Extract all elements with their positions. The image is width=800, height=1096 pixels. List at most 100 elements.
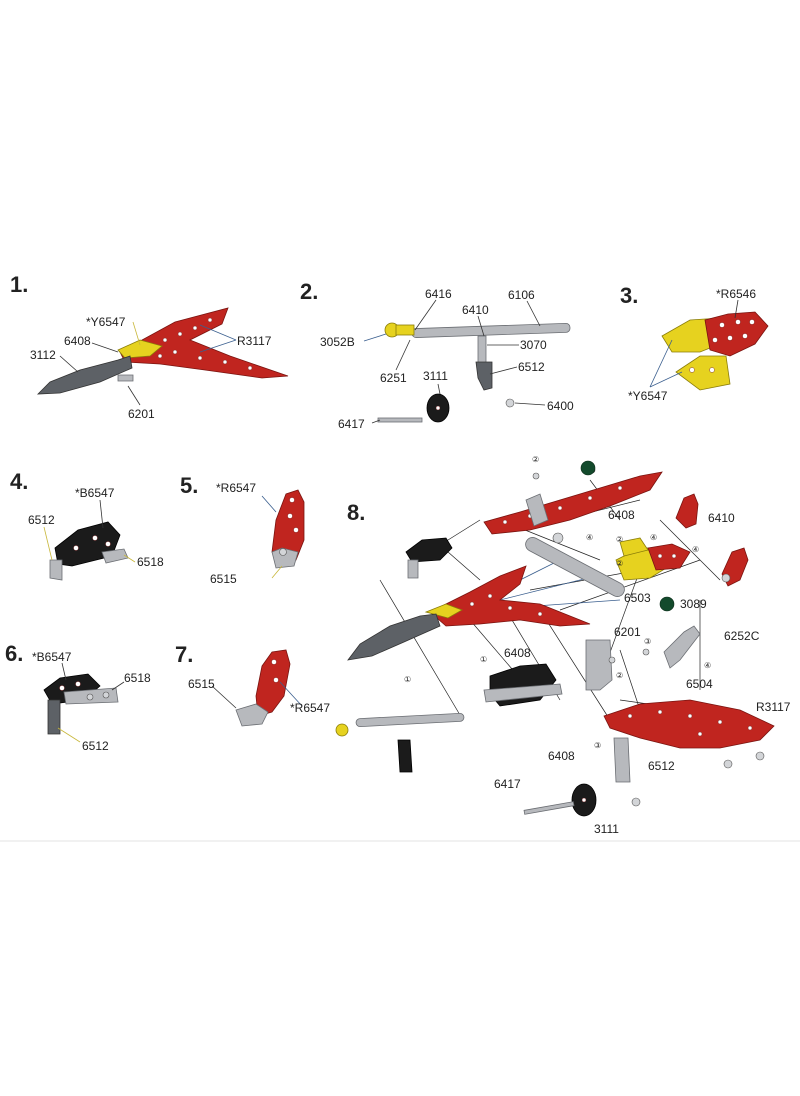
6201-bracket	[117, 374, 134, 382]
label-6512: 6512	[518, 360, 545, 374]
label-6201: 6201	[128, 407, 155, 421]
label-6512: 6512	[82, 739, 109, 753]
3052b-knob-assy	[335, 723, 349, 737]
label-6251: 6251	[380, 371, 407, 385]
3112-beak	[36, 355, 133, 395]
circled-number: ④	[650, 533, 657, 542]
r6546-plate	[704, 311, 769, 357]
step-7-illustration: 6515 *R6547	[188, 649, 330, 727]
label-6503: 6503	[624, 591, 651, 605]
circled-number: ②	[616, 671, 623, 680]
step-6-number: 6.	[5, 641, 23, 666]
step-1-illustration: *Y6547 6408 3112 R3117 6201	[30, 307, 289, 421]
label-6410: 6410	[462, 303, 489, 317]
3112-beak-assy	[347, 613, 441, 661]
step-5-number: 5.	[180, 473, 198, 498]
label-3070: 3070	[520, 338, 547, 352]
step-3-number: 3.	[620, 283, 638, 308]
circled-number: ④	[586, 533, 593, 542]
r6546-plate-assy	[647, 543, 691, 571]
step-8-illustration: 6408 6410 6503 3089 6201 6252C 6408 6504…	[335, 455, 791, 836]
label-3111: 3111	[594, 822, 619, 836]
label-3111: 3111	[423, 369, 448, 383]
y6547-beak-plate	[424, 603, 463, 619]
label-6408-low: 6408	[548, 749, 575, 763]
6504-bracket	[663, 625, 701, 669]
step-5-illustration: *R6547 6515	[210, 481, 305, 586]
label-6106: 6106	[508, 288, 535, 302]
label-b6547: *B6547	[75, 486, 115, 500]
step-4-number: 4.	[10, 469, 28, 494]
label-r6547: *R6547	[216, 481, 256, 495]
3089-washer-top	[580, 460, 596, 476]
label-6518: 6518	[124, 671, 151, 685]
6400-nut	[505, 398, 515, 408]
6512-assy	[613, 737, 631, 783]
6503-strip	[525, 537, 625, 597]
step-7-number: 7.	[175, 642, 193, 667]
step-4-illustration: *B6547 6512 6518	[28, 486, 164, 581]
label-y6547: *Y6547	[628, 389, 668, 403]
step-2-number: 2.	[300, 279, 318, 304]
label-6408: 6408	[64, 334, 91, 348]
6518-bracket	[101, 548, 129, 564]
label-6201: 6201	[614, 625, 641, 639]
r3117-wing-plate	[119, 307, 289, 379]
label-6252c: 6252C	[724, 629, 760, 643]
6512-bracket	[49, 559, 63, 581]
6512-bracket	[475, 361, 493, 391]
upper-wing-plate	[483, 471, 663, 535]
r6547-plate-right	[675, 493, 699, 529]
label-6512: 6512	[648, 759, 675, 773]
label-6515: 6515	[188, 677, 215, 691]
wing-holes	[147, 317, 253, 371]
label-r3117: R3117	[237, 334, 272, 348]
main-wing-plate	[429, 565, 591, 627]
label-3052b: 3052B	[320, 335, 355, 349]
6106-strip	[411, 322, 571, 338]
label-6518: 6518	[137, 555, 164, 569]
6515-bracket	[271, 547, 299, 569]
6417-bolt	[377, 417, 423, 423]
y6547-plate-lower	[675, 355, 731, 391]
label-6515: 6515	[210, 572, 237, 586]
6417-bolt-assy	[523, 801, 575, 815]
label-3089: 3089	[680, 597, 707, 611]
label-6504: 6504	[686, 677, 713, 691]
label-6400: 6400	[547, 399, 574, 413]
3089-washer	[659, 596, 675, 612]
step-3-illustration: *R6546 *Y6547	[628, 287, 769, 403]
label-b6547: *B6547	[32, 650, 72, 664]
upper-bracket	[525, 493, 549, 527]
label-6417: 6417	[338, 417, 365, 431]
label-6416: 6416	[425, 287, 452, 301]
b6547-left-assy	[405, 537, 453, 563]
step-1-number: 1.	[10, 272, 28, 297]
circled-number: ①	[480, 655, 487, 664]
y6547-plate	[117, 339, 163, 359]
r3117-tail-plate	[603, 699, 775, 749]
circled-number: ②	[616, 535, 623, 544]
label-r6547: *R6547	[290, 701, 330, 715]
label-3112: 3112	[30, 348, 56, 362]
circled-number: ①	[404, 675, 411, 684]
6512-bracket	[47, 699, 61, 735]
circled-number: ②	[532, 455, 539, 464]
3070-axle	[477, 335, 487, 367]
r6547-plate	[255, 649, 291, 717]
label-6408-mid: 6408	[504, 646, 531, 660]
label-6417: 6417	[494, 777, 521, 791]
label-6410: 6410	[708, 511, 735, 525]
6201-bracket-assy	[585, 639, 613, 691]
label-r6546: *R6546	[716, 287, 756, 301]
step-8-number: 8.	[347, 500, 365, 525]
label-6408-top: 6408	[608, 508, 635, 522]
circled-number: ③	[594, 741, 601, 750]
circled-number: ④	[704, 661, 711, 670]
circled-number: ②	[616, 559, 623, 568]
label-y6547: *Y6547	[86, 315, 126, 329]
circled-number: ③	[644, 637, 651, 646]
label-r3117: R3117	[756, 700, 791, 714]
6106-strip-assy	[355, 712, 465, 728]
